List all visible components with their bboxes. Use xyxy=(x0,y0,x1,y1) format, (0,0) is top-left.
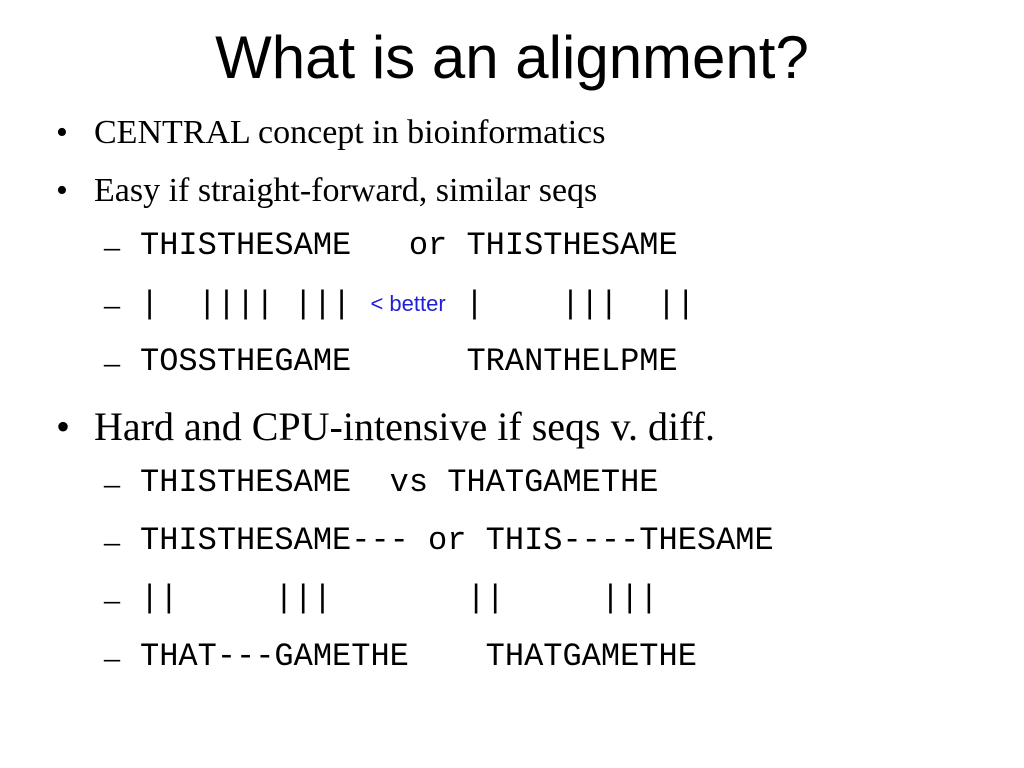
sub-marker: – xyxy=(104,523,120,559)
alignment-line: THAT---GAMETHE THATGAMETHE xyxy=(140,638,697,675)
alignment-line: TOSSTHEGAME TRANTHELPME xyxy=(140,342,678,382)
alignment-line: || ||| || ||| xyxy=(140,580,659,617)
sub-marker: – xyxy=(104,639,120,675)
alignment-left: THISTHESAME or xyxy=(140,227,467,264)
alignment-right: TRANTHELPME xyxy=(466,343,678,380)
sub-marker: – xyxy=(104,344,120,380)
better-note: < better xyxy=(370,291,446,316)
alignment-left: TOSSTHEGAME xyxy=(140,343,467,380)
bullet-marker: • xyxy=(56,404,71,449)
slide-title: What is an alignment? xyxy=(215,24,809,91)
sub-marker: – xyxy=(104,465,120,501)
bullet-text: Hard and CPU-intensive if seqs v. diff. xyxy=(94,404,716,449)
alignment-right: THISTHESAME xyxy=(466,227,678,264)
sub-marker: – xyxy=(104,286,120,322)
alignment-line: THISTHESAME vs THATGAMETHE xyxy=(140,464,659,501)
bullet-marker: • xyxy=(56,114,68,151)
bullet-text: Easy if straight-forward, similar seqs xyxy=(94,172,598,209)
alignment-left: | |||| ||| xyxy=(140,286,371,323)
bullet-marker: • xyxy=(56,172,68,209)
alignment-line: THISTHESAME or THISTHESAME xyxy=(140,226,678,266)
sub-marker: – xyxy=(104,581,120,617)
bullet-text: CENTRAL concept in bioinformatics xyxy=(94,114,606,151)
sub-marker: – xyxy=(104,228,120,264)
alignment-right: | ||| || xyxy=(445,286,696,323)
alignment-line: | |||| ||| < better | ||| || xyxy=(140,284,695,325)
alignment-line: THISTHESAME--- or THIS----THESAME xyxy=(140,522,774,559)
